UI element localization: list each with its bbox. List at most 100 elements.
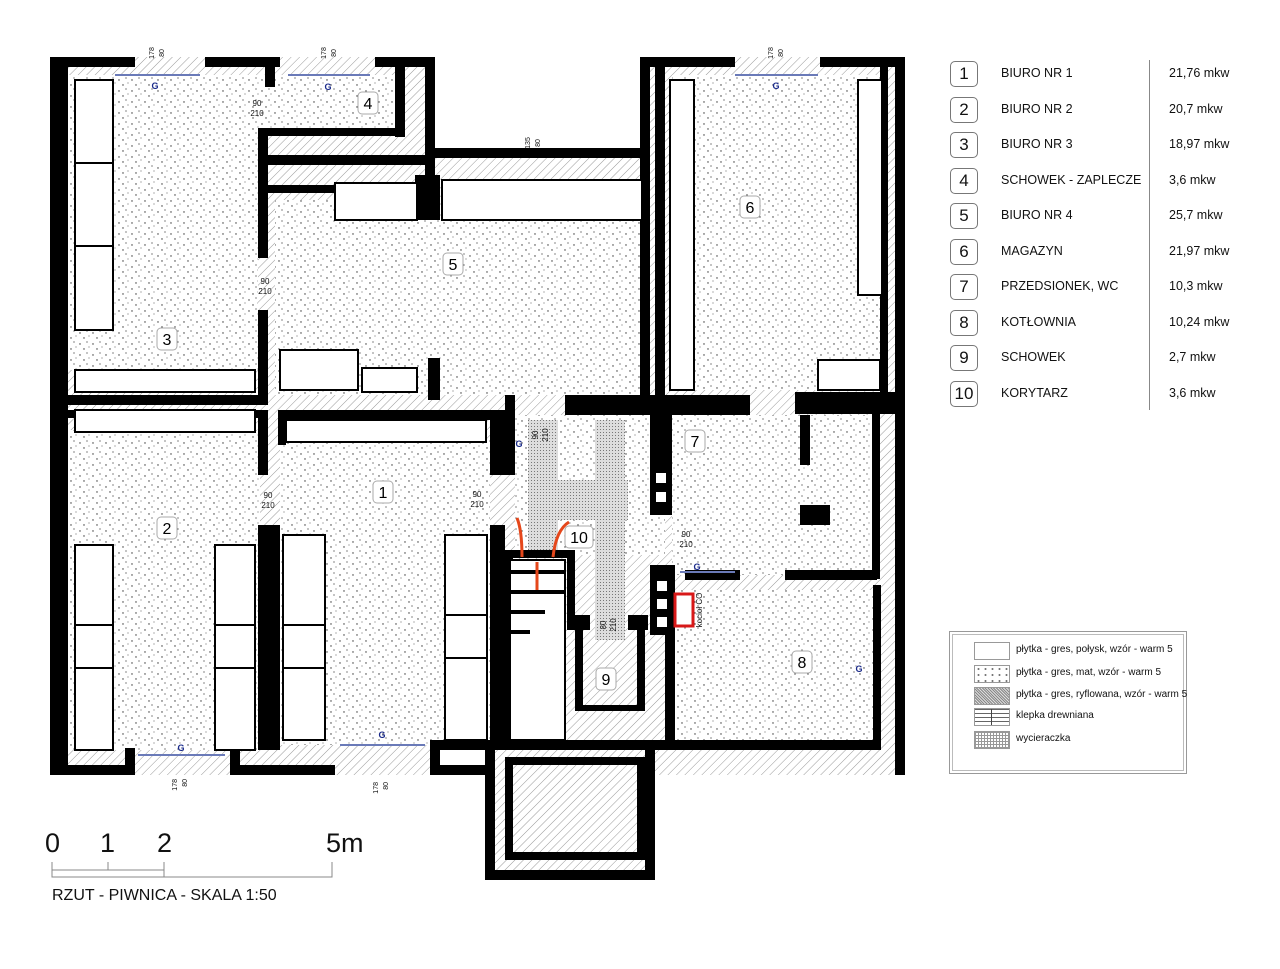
room-tag-1: 1 — [379, 485, 388, 502]
door-width-label: 90 — [531, 430, 540, 439]
radiator-label: G — [378, 730, 385, 740]
walls — [50, 57, 905, 880]
room-row: 7 PRZEDSIONEK, WC 10,3 mkw — [948, 271, 1238, 307]
room-tag-8: 8 — [798, 655, 807, 672]
door-width-label: 80 — [599, 620, 608, 629]
room-area: 18,97 mkw — [1169, 137, 1230, 151]
room-tag-4: 4 — [364, 96, 373, 113]
room-number: 10 — [950, 380, 978, 407]
windows — [115, 74, 818, 756]
room-tag-7: 7 — [691, 434, 700, 451]
door-width-label: 90 — [682, 530, 691, 539]
legend-label: płytka - gres, ryflowana, wzór - warm 5 — [1016, 689, 1188, 700]
boiler-label: kocioł CO — [695, 593, 704, 628]
room-tag-6: 6 — [746, 200, 755, 217]
room-tag-10: 10 — [570, 530, 588, 547]
radiator-label: G — [177, 743, 184, 753]
direction-arrows-icon — [515, 517, 570, 590]
door-width-label: 90 — [261, 277, 270, 286]
door-height-label: 210 — [541, 428, 550, 442]
wood-floor-swatch — [974, 708, 1010, 726]
radiator-label: G — [515, 439, 522, 449]
room-tags: 4 3 5 6 1 2 7 10 9 8 — [156, 91, 813, 691]
room-row: 10 KORYTARZ 3,6 mkw — [948, 378, 1238, 414]
door-height-label: 210 — [679, 540, 693, 549]
window-height-label: 80 — [182, 779, 189, 787]
legend-label: płytka - gres, połysk, wzór - warm 5 — [1016, 644, 1173, 655]
door-height-label: 210 — [250, 109, 264, 118]
window-height-label: 80 — [159, 49, 166, 57]
room-area: 3,6 mkw — [1169, 172, 1216, 187]
window-height-label: 80 — [778, 49, 785, 57]
radiator-label: G — [693, 562, 700, 572]
door-height-label: 210 — [609, 618, 618, 632]
room-area: 10,24 mkw — [1169, 314, 1230, 329]
scale-label-5m: 5m — [326, 828, 364, 858]
room-name: KORYTARZ — [1001, 385, 1068, 400]
room-number: 7 — [950, 274, 978, 300]
room-area: 21,97 mkw — [1169, 243, 1230, 258]
window-width-label: 178 — [768, 47, 775, 59]
window-width-label: 178 — [172, 779, 179, 791]
door-height-label: 210 — [258, 287, 272, 296]
room-area: 3,6 mkw — [1169, 385, 1216, 400]
room-tag-2: 2 — [163, 521, 172, 538]
legend-label: klepka drewniana — [1016, 710, 1094, 721]
room-number: 3 — [950, 132, 978, 158]
scale-bar — [51, 862, 333, 878]
room-name: PRZEDSIONEK, WC — [1001, 279, 1119, 293]
room-area: 2,7 mkw — [1169, 350, 1216, 364]
room-area: 10,3 mkw — [1169, 279, 1223, 293]
stairs — [510, 570, 565, 634]
room-area: 20,7 mkw — [1169, 101, 1223, 116]
room-row: 5 BIURO NR 4 25,7 mkw — [948, 200, 1238, 236]
ribbed-tile-swatch — [974, 687, 1010, 705]
legend-label: wycieraczka — [1016, 733, 1071, 744]
legend-label: płytka - gres, mat, wzór - warm 5 — [1016, 667, 1162, 678]
room-number: 8 — [950, 309, 978, 336]
gloss-tile-swatch — [974, 642, 1010, 660]
room-tag-9: 9 — [602, 672, 611, 689]
room-area: 21,76 mkw — [1169, 66, 1230, 80]
room-number: 5 — [950, 203, 978, 229]
room-tag-3: 3 — [163, 332, 172, 349]
room-number: 1 — [950, 61, 978, 87]
room-name: BIURO NR 2 — [1001, 101, 1073, 116]
room-tag-5: 5 — [449, 257, 458, 274]
radiator-label: G — [324, 82, 331, 92]
room-area: 25,7 mkw — [1169, 208, 1223, 222]
door-height-label: 210 — [470, 500, 484, 509]
window-height-label: 80 — [331, 49, 338, 57]
room-number: 6 — [950, 238, 978, 265]
radiator-label: G — [855, 664, 862, 674]
window-height-label: 80 — [383, 782, 390, 790]
room-number: 9 — [950, 345, 978, 371]
room-row: 1 BIURO NR 1 21,76 mkw — [948, 58, 1238, 94]
room-name: BIURO NR 4 — [1001, 208, 1073, 222]
radiator-label: G — [151, 81, 158, 91]
room-name: BIURO NR 1 — [1001, 66, 1073, 80]
door-width-label: 90 — [473, 490, 482, 499]
room-name: KOTŁOWNIA — [1001, 314, 1077, 329]
materials-legend: płytka - gres, połysk, wzór - warm 5 pły… — [949, 631, 1187, 774]
door-width-label: 90 — [253, 99, 262, 108]
window-height-label: 80 — [535, 139, 542, 147]
door-height-label: 210 — [261, 501, 275, 510]
door-width-label: 90 — [264, 491, 273, 500]
boiler-icon — [673, 592, 695, 628]
room-row: 6 MAGAZYN 21,97 mkw — [948, 236, 1238, 272]
drawing-title: RZUT - PIWNICA - SKALA 1:50 — [52, 887, 277, 904]
room-name: MAGAZYN — [1001, 243, 1063, 258]
scale-label-0: 0 — [45, 828, 61, 858]
matte-tile-swatch — [974, 665, 1010, 683]
window-width-label: 178 — [321, 47, 328, 59]
scale-label-2: 2 — [157, 828, 173, 858]
window-width-label: 178 — [149, 47, 156, 59]
table-divider — [1149, 60, 1150, 410]
window-width-label: 135 — [525, 137, 532, 149]
